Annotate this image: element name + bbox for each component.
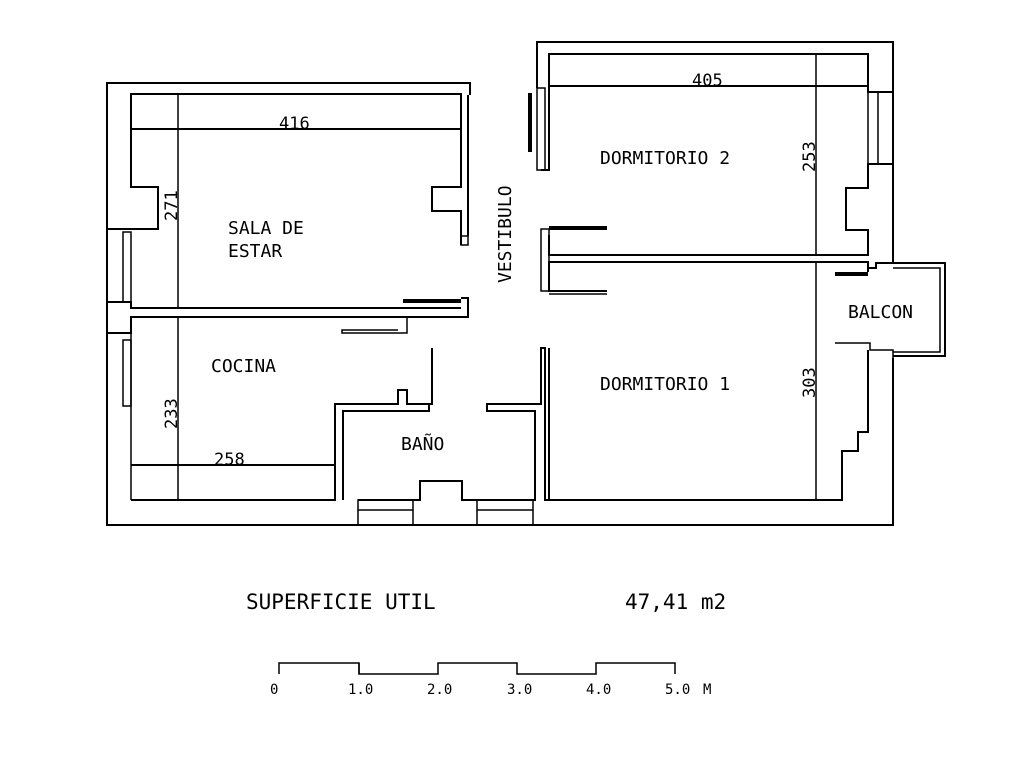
room-labels: SALA DE ESTAR COCINA BAÑO VESTIBULO DORM… [211, 148, 913, 455]
dimension-labels: 416 271 233 258 405 253 303 [162, 71, 820, 470]
room-label-sala: SALA DE [228, 218, 304, 239]
room-label-bano: BAÑO [401, 433, 444, 455]
dim-sala-width: 416 [279, 114, 310, 134]
room-label-vestibulo: VESTIBULO [495, 185, 516, 283]
room-label-balcon: BALCON [848, 302, 913, 323]
dim-cocina-width: 258 [214, 450, 245, 470]
dim-dorm1-depth: 303 [800, 367, 820, 398]
scale-tick-4: 4.0 [586, 682, 611, 698]
dim-dorm2-depth: 253 [800, 141, 820, 172]
surface-value: 47,41 m2 [625, 590, 726, 614]
scale-unit: M [703, 682, 711, 698]
room-label-dormitorio-2: DORMITORIO 2 [600, 148, 730, 169]
scale-tick-5: 5.0 [665, 682, 690, 698]
room-label-dormitorio-1: DORMITORIO 1 [600, 374, 730, 395]
dim-sala-depth: 271 [162, 190, 182, 221]
scale-tick-2: 2.0 [427, 682, 452, 698]
scale-bar: 0 1.0 2.0 3.0 4.0 5.0 M [270, 662, 711, 698]
scale-tick-0: 0 [270, 682, 278, 698]
scale-tick-1: 1.0 [348, 682, 373, 698]
surface-label: SUPERFICIE UTIL [246, 590, 436, 614]
room-label-cocina: COCINA [211, 356, 276, 377]
walls [106, 41, 946, 526]
dim-cocina-depth: 233 [162, 398, 182, 429]
scale-tick-3: 3.0 [507, 682, 532, 698]
dim-dorm2-width: 405 [692, 71, 723, 91]
room-label-sala-2: ESTAR [228, 241, 282, 262]
